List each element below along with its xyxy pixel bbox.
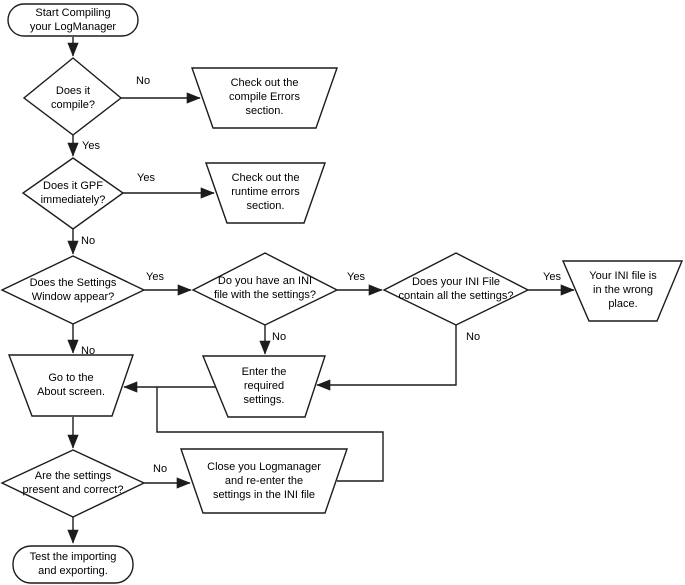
process-runtime-errors-label: Check out the runtime errors section.	[231, 172, 300, 212]
edge-label-have-ini-yes: Yes	[347, 271, 365, 283]
edge-label-compile-no: No	[136, 75, 151, 87]
edge-contains-no	[316, 325, 457, 391]
terminator-start-shape	[7, 3, 139, 37]
process-enter-settings-label: Enter the required settings.	[241, 366, 287, 406]
edge-close-feedback-loop	[156, 387, 384, 482]
decision-have-ini-label: Do you have an INI file with the setting…	[213, 275, 317, 301]
decision-settings-correct-label: Are the settings present and correct?	[22, 470, 124, 496]
edge-label-correct-no: No	[153, 463, 168, 475]
process-about-screen-label: Go to the About screen.	[37, 372, 105, 398]
process-ini-wrong-place-shape	[561, 260, 684, 322]
decision-settings-window-label: Does the Settings Window appear?	[29, 277, 117, 303]
process-ini-wrong-place-label: Your INI file is in the wrong place.	[589, 270, 657, 310]
terminator-test-import-shape	[12, 545, 134, 584]
decision-does-it-gpf-label: Does it GPF immediately?	[40, 180, 106, 206]
terminator-start-label: Start Compiling your LogManager	[29, 7, 117, 33]
edge-label-gpf-yes: Yes	[137, 172, 155, 184]
process-enter-settings-shape	[201, 355, 326, 418]
process-close-logmanager-shape	[180, 448, 348, 514]
edge-label-contains-no: No	[466, 331, 481, 343]
process-about-screen-shape	[7, 354, 134, 417]
edge-label-have-ini-no: No	[272, 331, 287, 343]
edge-label-settings-no: No	[81, 345, 96, 357]
edge-label-compile-yes: Yes	[82, 140, 100, 152]
process-runtime-errors-shape	[205, 162, 326, 224]
process-compile-errors-shape	[191, 67, 338, 129]
edge-label-gpf-no: No	[81, 235, 96, 247]
process-close-logmanager-label: Close you Logmanager and re-enter the se…	[207, 461, 321, 501]
edge-label-contains-yes: Yes	[543, 271, 561, 283]
edge-label-settings-yes: Yes	[146, 271, 164, 283]
process-compile-errors-label: Check out the compile Errors section.	[229, 77, 300, 117]
decision-does-it-compile-label: Does it compile?	[50, 85, 96, 111]
terminator-test-import-label: Test the importing and exporting.	[29, 551, 117, 577]
decision-ini-contains-label: Does your INI File contain all the setti…	[398, 276, 514, 302]
